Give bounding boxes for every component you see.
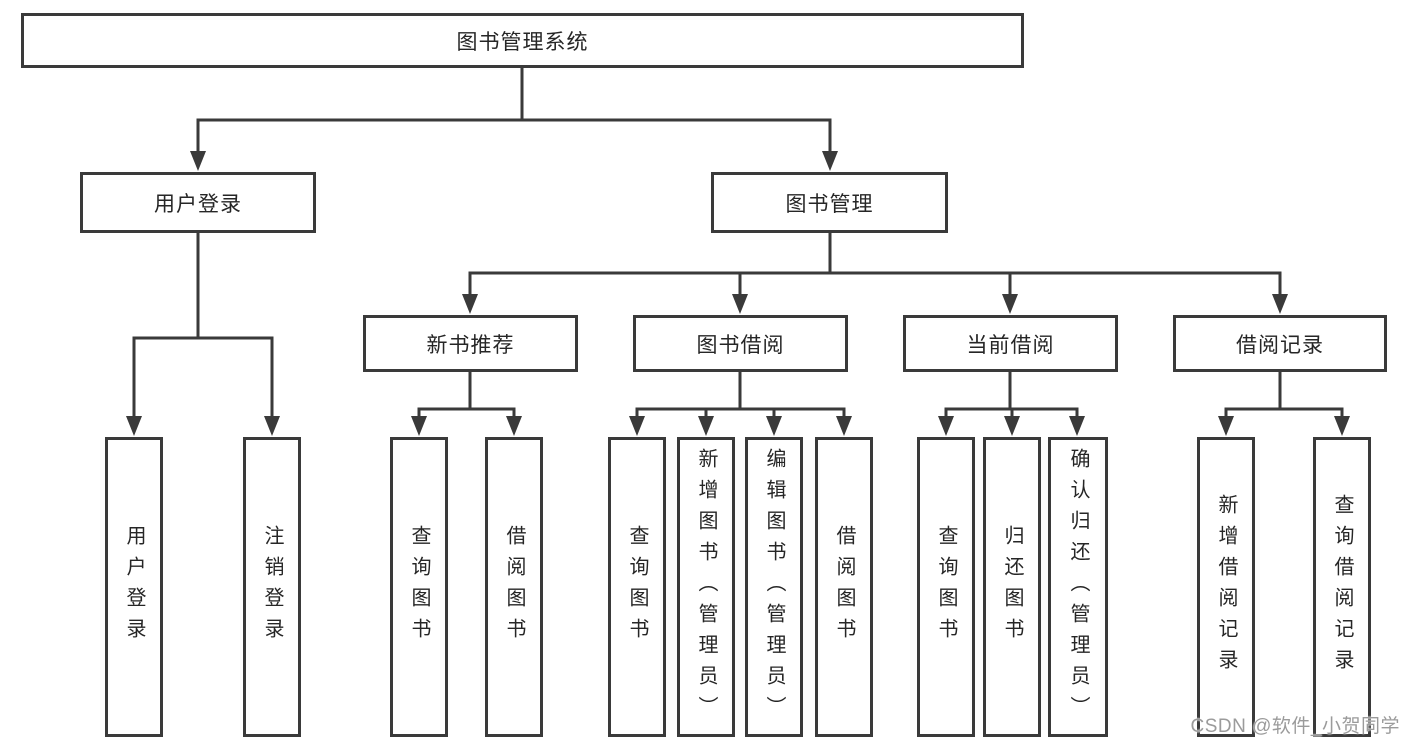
leaf-label: 编辑图书（管理员） [763,447,785,727]
leaf-label: 确认归还（管理员） [1067,447,1089,727]
node-label: 图书管理系统 [456,30,589,54]
node-label: 用户登录 [154,192,242,216]
leaf-label: 借阅图书 [833,525,855,649]
leaf-bb-edit-books-admin: 编辑图书（管理员） [745,437,803,737]
csdn-watermark: CSDN @软件_小贺同学 [1190,716,1400,737]
leaf-label: 查询借阅记录 [1331,494,1353,680]
leaf-bb-add-books-admin: 新增图书（管理员） [677,437,735,737]
leaf-logout: 注销登录 [243,437,301,737]
leaf-label: 注销登录 [261,525,283,649]
leaf-label: 借阅图书 [503,525,525,649]
leaf-label: 用户登录 [123,525,145,649]
node-label: 借阅记录 [1236,333,1324,357]
leaf-cb-query-books: 查询图书 [917,437,975,737]
leaf-label: 查询图书 [935,525,957,649]
leaf-label: 新增借阅记录 [1215,494,1237,680]
node-book-borrowing: 图书借阅 [633,315,848,372]
node-library-system: 图书管理系统 [21,13,1024,68]
leaf-label: 新增图书（管理员） [695,447,717,727]
leaf-cb-return-books: 归还图书 [983,437,1041,737]
leaf-bb-query-books: 查询图书 [608,437,666,737]
leaf-label: 查询图书 [408,525,430,649]
node-label: 图书借阅 [696,333,785,357]
node-current-borrowing: 当前借阅 [903,315,1118,372]
leaf-bb-borrow-books: 借阅图书 [815,437,873,737]
leaf-label: 归还图书 [1001,525,1023,649]
leaf-nb-query-books: 查询图书 [390,437,448,737]
leaf-nb-borrow-books: 借阅图书 [485,437,543,737]
node-label: 当前借阅 [966,333,1055,357]
node-book-management: 图书管理 [711,172,948,233]
leaf-user-login: 用户登录 [105,437,163,737]
leaf-br-add-record: 新增借阅记录 [1197,437,1255,737]
node-label: 新书推荐 [426,333,515,357]
node-borrowing-records: 借阅记录 [1173,315,1387,372]
leaf-label: 查询图书 [626,525,648,649]
leaf-cb-confirm-return-admin: 确认归还（管理员） [1048,437,1108,737]
leaf-br-query-record: 查询借阅记录 [1313,437,1371,737]
node-user-login: 用户登录 [80,172,316,233]
node-label: 图书管理 [785,192,874,216]
node-new-book-recommend: 新书推荐 [363,315,578,372]
